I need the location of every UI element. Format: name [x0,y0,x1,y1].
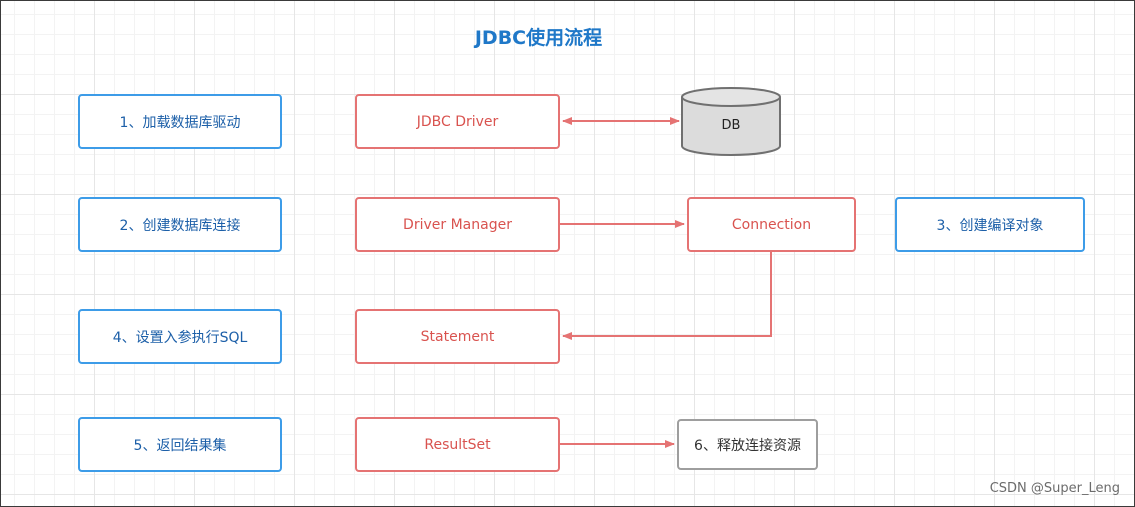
diagram-title: JDBC使用流程 [474,27,603,49]
step-create-connection: 2、创建数据库连接 [78,197,282,252]
connection-statement-connector [562,251,772,340]
database-cylinder-icon [681,87,781,156]
statement-node: Statement [355,309,560,364]
step-execute-sql: 4、设置入参执行SQL [78,309,282,364]
db-label: DB [721,118,741,133]
watermark: CSDN @Super_Leng [989,481,1120,496]
step-release-resources: 6、释放连接资源 [677,419,818,470]
jdbc-driver-node: JDBC Driver [355,94,560,149]
connection-node: Connection [687,197,856,252]
step-return-resultset: 5、返回结果集 [78,417,282,472]
step-create-statement: 3、创建编译对象 [895,197,1085,252]
step-load-driver: 1、加载数据库驱动 [78,94,282,149]
resultset-node: ResultSet [355,417,560,472]
driver-manager-node: Driver Manager [355,197,560,252]
